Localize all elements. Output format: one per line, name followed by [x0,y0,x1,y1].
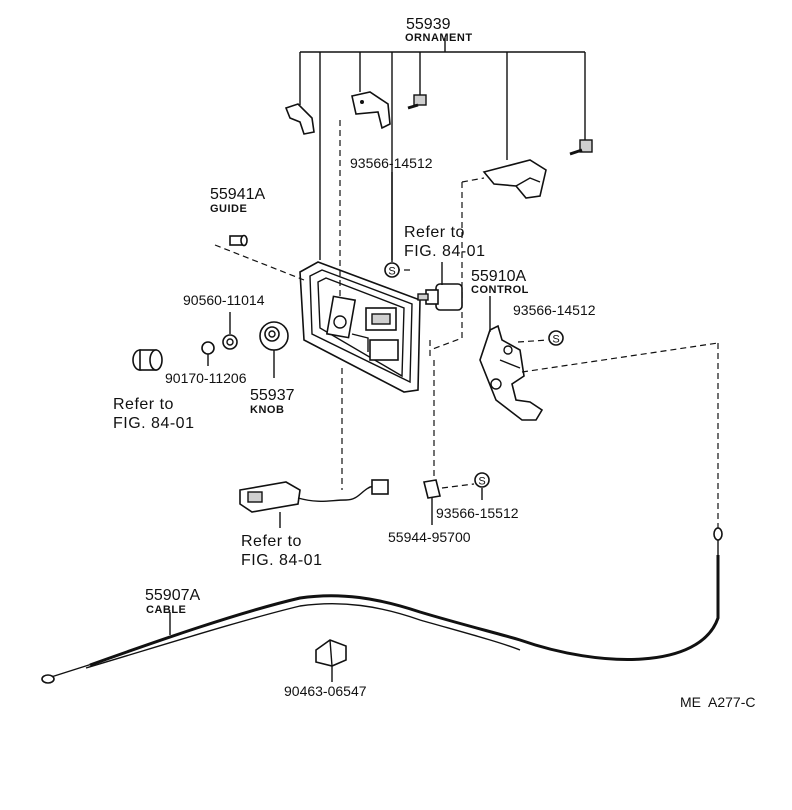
cable [41,527,723,684]
control-panel [299,261,421,393]
refer-bottom-line2: FIG. 84-01 [241,552,322,569]
knob-name: KNOB [250,404,284,416]
refer-left-line2: FIG. 84-01 [113,415,194,432]
cable-name: CABLE [146,604,186,616]
ornament-plate [351,91,391,130]
knob-number: 55937 [250,387,295,404]
screw-top-number: 93566-14512 [350,155,433,171]
guide-number: 55941A [210,186,265,203]
refer-top-line1: Refer to [404,224,465,241]
screw-symbol-panel: S [384,262,400,278]
pin-part [222,312,238,350]
refer-top-line2: FIG. 84-01 [404,243,485,260]
knob-part [259,321,289,378]
bracket-part: S [423,472,490,525]
ornament-name: ORNAMENT [405,32,473,44]
motor-part [417,262,463,311]
screw-symbol-right: S [517,330,564,346]
ornament-number: 55939 [406,16,451,33]
ornament-bracket-right [482,159,547,199]
ornament-screw-2 [569,139,593,156]
figure-code: ME A277-C [680,694,755,710]
screw-bottom-number: 93566-15512 [436,505,519,521]
cap-part [132,349,163,371]
bracket-number: 55944-95700 [388,529,471,545]
guide-pin [229,234,248,247]
screw-right-number: 93566-14512 [513,302,596,318]
cable-number: 55907A [145,587,200,604]
control-arm [479,296,719,530]
ornament-leader-lines [299,38,586,260]
refer-bottom-line1: Refer to [241,533,302,550]
ornament-clip-left [284,103,315,135]
refer-left-line1: Refer to [113,396,174,413]
control-number: 55910A [471,268,526,285]
clip-part [201,341,215,366]
pin-number: 90560-11014 [183,292,265,308]
svg-text:S: S [552,334,559,346]
ornament-screw-1 [407,94,427,110]
clamp-number: 90463-06547 [284,683,367,699]
clip-number: 90170-11206 [165,370,247,386]
switch-connector [239,479,389,528]
clamp-part [315,639,347,682]
guide-name: GUIDE [210,203,247,215]
control-name: CONTROL [471,284,529,296]
svg-text:S: S [388,266,395,278]
svg-text:S: S [478,476,485,488]
